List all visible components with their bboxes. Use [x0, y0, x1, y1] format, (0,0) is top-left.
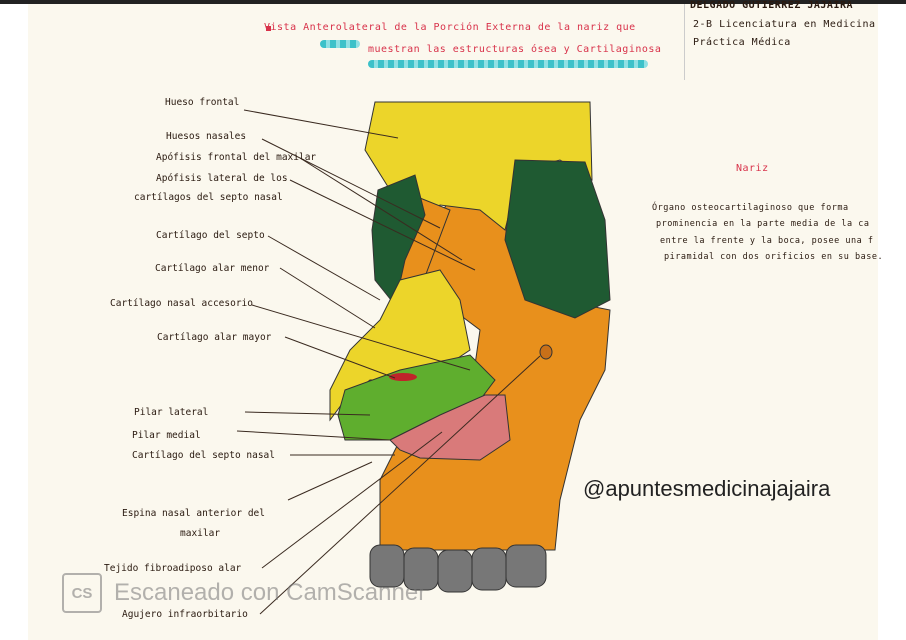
label-apofisis-frontal: Apófisis frontal del maxilar — [156, 152, 316, 163]
top-border — [0, 0, 906, 4]
definition-line: Órgano osteocartilaginoso que forma — [652, 203, 849, 213]
label-cartilago-alar-mayor: Cartílago alar mayor — [157, 332, 272, 343]
course-name: Práctica Médica — [693, 37, 791, 48]
label-cartilago-septo-nasal: Cartílago del septo nasal — [132, 450, 275, 461]
divider — [684, 4, 685, 80]
definition-line: piramidal con dos orificios en su base. — [664, 252, 884, 262]
diagram-title-line2: muestran las estructuras ósea y Cartilag… — [368, 44, 662, 55]
label-tejido-fibroadiposo: Tejido fibroadiposo alar — [104, 563, 242, 574]
label-cartilago-alar-menor: Cartílago alar menor — [155, 263, 270, 274]
camscanner-logo: CS — [62, 573, 102, 613]
label-espina-nasal-2: maxilar — [180, 528, 220, 539]
highlight-wave — [320, 40, 360, 48]
camscanner-text: Escaneado con CamScanner — [114, 579, 427, 606]
definition-line: prominencia en la parte media de la ca — [656, 219, 870, 229]
definition-line: entre la frente y la boca, posee una f — [660, 236, 874, 246]
label-espina-nasal: Espina nasal anterior del — [122, 508, 265, 519]
label-agujero-infraorbitario: Agujero infraorbitario — [122, 609, 248, 620]
label-cartilago-nasal-accesorio: Cartílago nasal accesorio — [110, 298, 253, 309]
label-huesos-nasales: Huesos nasales — [166, 131, 246, 142]
watermark-handle: @apuntesmedicinajajaira — [583, 476, 831, 501]
diagram-title-line1: Vista Anterolateral de la Porción Extern… — [264, 22, 636, 33]
label-pilar-lateral: Pilar lateral — [134, 407, 208, 418]
class-info: 2-B Licenciatura en Medicina — [693, 19, 876, 30]
label-cartilago-septo: Cartílago del septo — [156, 230, 265, 241]
label-hueso-frontal: Hueso frontal — [165, 97, 239, 108]
author-name: DELGADO GUTIERREZ JAJAIRA — [690, 0, 854, 11]
bullet-mark — [266, 26, 271, 31]
orbit-right — [504, 159, 611, 319]
nostril — [389, 373, 417, 381]
teeth — [369, 544, 547, 593]
label-pilar-medial: Pilar medial — [132, 430, 201, 441]
camscanner-watermark: CS Escaneado con CamScanner — [62, 573, 426, 613]
infraorbital-foramen — [539, 344, 553, 360]
leader-lines — [236, 109, 541, 615]
definition-heading: Nariz — [736, 163, 769, 174]
label-apofisis-lateral: Apófisis lateral de los — [156, 173, 288, 184]
highlight-wave — [368, 60, 648, 68]
frontal-bone — [364, 101, 593, 231]
label-apofisis-lateral-2: cartílagos del septo nasal — [134, 192, 283, 203]
